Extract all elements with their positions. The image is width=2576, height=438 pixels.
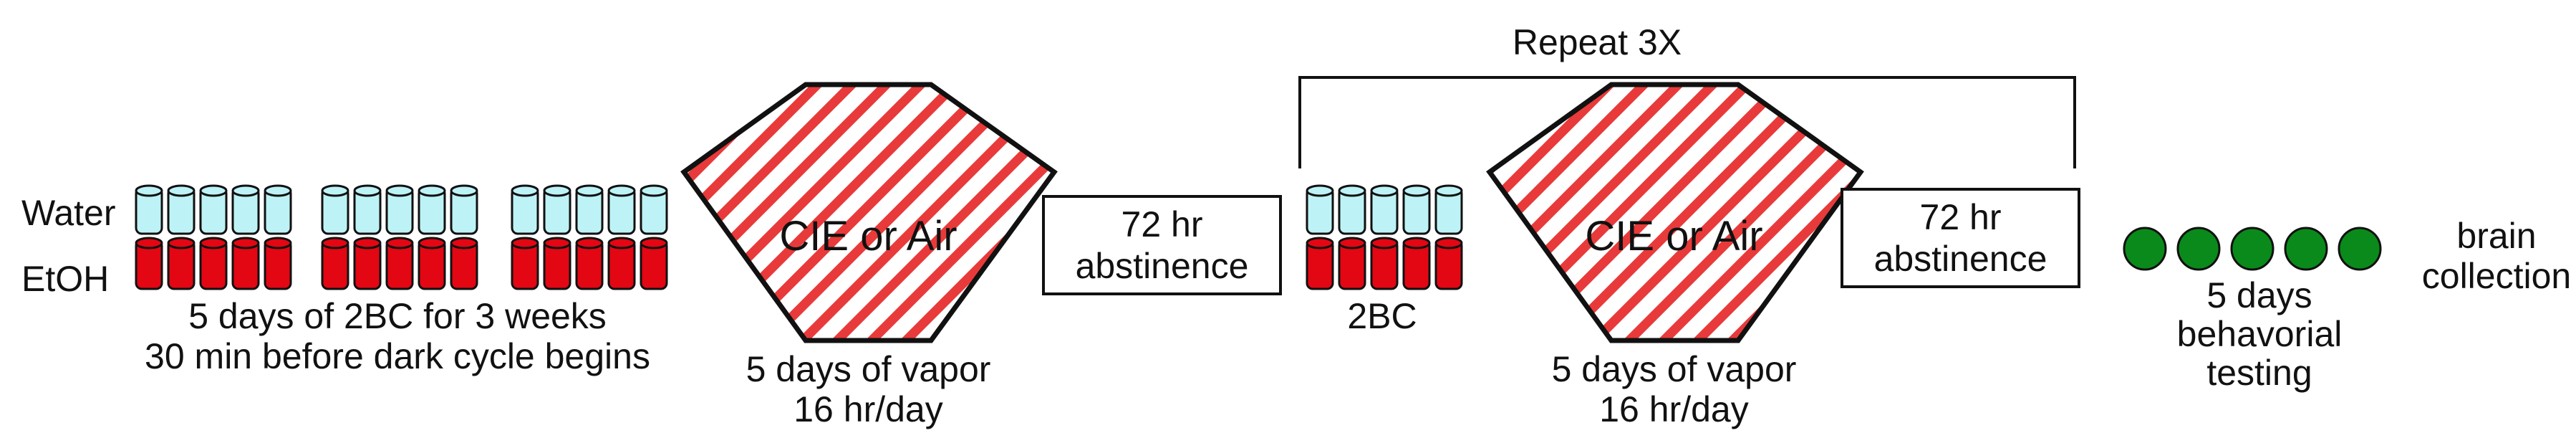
brain-line2: collection (2421, 256, 2572, 296)
water-bottle (1370, 184, 1399, 235)
behavior-dot (2230, 227, 2274, 271)
etoh-bottle (1370, 237, 1399, 290)
cie-hexagon-2 (1486, 82, 1864, 343)
behavior-dot (2176, 227, 2221, 271)
etoh-bottle (135, 237, 163, 290)
repeat-bracket (1298, 76, 2076, 168)
etoh-bottle (1434, 237, 1463, 290)
behavior-dot (2123, 227, 2167, 271)
water-bottle (543, 184, 571, 235)
etoh-bottle (353, 237, 382, 290)
water-label: Water (21, 193, 116, 233)
etoh-bottle (511, 237, 539, 290)
water-bottle (167, 184, 196, 235)
etoh-bottle (575, 237, 604, 290)
behavioral-testing-dots (2123, 227, 2382, 271)
bottle-group-week-3 (511, 184, 668, 290)
schedule-text-line1: 5 days of 2BC for 3 weeks (188, 296, 607, 336)
abstinence-1-line1: 72 hr (1121, 204, 1203, 244)
water-bottle (575, 184, 604, 235)
abstinence-1-line2: abstinence (1075, 246, 1249, 286)
abstinence-2-line2: abstinence (1873, 239, 2047, 279)
water-bottle (640, 184, 668, 235)
bottle-group-week-2 (321, 184, 478, 290)
water-bottle (511, 184, 539, 235)
etoh-bottle (385, 237, 414, 290)
vapor-2-line1: 5 days of vapor (1551, 349, 1797, 389)
vapor-1-line2: 16 hr/day (793, 389, 943, 429)
water-bottle (418, 184, 446, 235)
etoh-bottle (543, 237, 571, 290)
etoh-bottle (167, 237, 196, 290)
etoh-bottle (1338, 237, 1366, 290)
abstinence-box-1: 72 hr abstinence (1042, 195, 1282, 295)
etoh-bottle (264, 237, 292, 290)
water-bottle (321, 184, 349, 235)
water-bottle (264, 184, 292, 235)
etoh-label: EtOH (21, 259, 110, 299)
cie-label-1: CIE or Air (779, 213, 957, 260)
bottle-group-2bc (1306, 184, 1463, 290)
vapor-2-line2: 16 hr/day (1599, 389, 1749, 429)
etoh-bottle (231, 237, 260, 290)
vapor-1-line1: 5 days of vapor (746, 349, 991, 389)
behavior-line2: behavorial (2176, 314, 2343, 354)
etoh-bottle (1306, 237, 1334, 290)
water-bottle (135, 184, 163, 235)
water-bottle (1434, 184, 1463, 235)
abstinence-box-2: 72 hr abstinence (1841, 188, 2080, 288)
behavior-line3: testing (2206, 353, 2312, 393)
abstinence-2-line1: 72 hr (1919, 197, 2002, 237)
etoh-bottle (199, 237, 228, 290)
two-bc-label: 2BC (1347, 296, 1417, 336)
etoh-bottle (1402, 237, 1431, 290)
water-bottle (199, 184, 228, 235)
etoh-bottle (607, 237, 636, 290)
behavior-dot (2284, 227, 2328, 271)
behavior-dot (2338, 227, 2382, 271)
water-bottle (607, 184, 636, 235)
etoh-bottle (640, 237, 668, 290)
brain-line1: brain (2456, 216, 2537, 256)
etoh-bottle (321, 237, 349, 290)
repeat-label: Repeat 3X (1512, 22, 1682, 62)
water-bottle (353, 184, 382, 235)
etoh-bottle (418, 237, 446, 290)
behavior-line1: 5 days (2206, 275, 2312, 315)
bottle-group-week-1 (135, 184, 292, 290)
water-bottle (450, 184, 478, 235)
water-bottle (385, 184, 414, 235)
water-bottle (1338, 184, 1366, 235)
water-bottle (1402, 184, 1431, 235)
water-bottle (1306, 184, 1334, 235)
cie-label-2: CIE or Air (1585, 213, 1763, 260)
water-bottle (231, 184, 260, 235)
cie-hexagon-1 (680, 82, 1058, 343)
schedule-text-line2: 30 min before dark cycle begins (145, 336, 650, 376)
etoh-bottle (450, 237, 478, 290)
